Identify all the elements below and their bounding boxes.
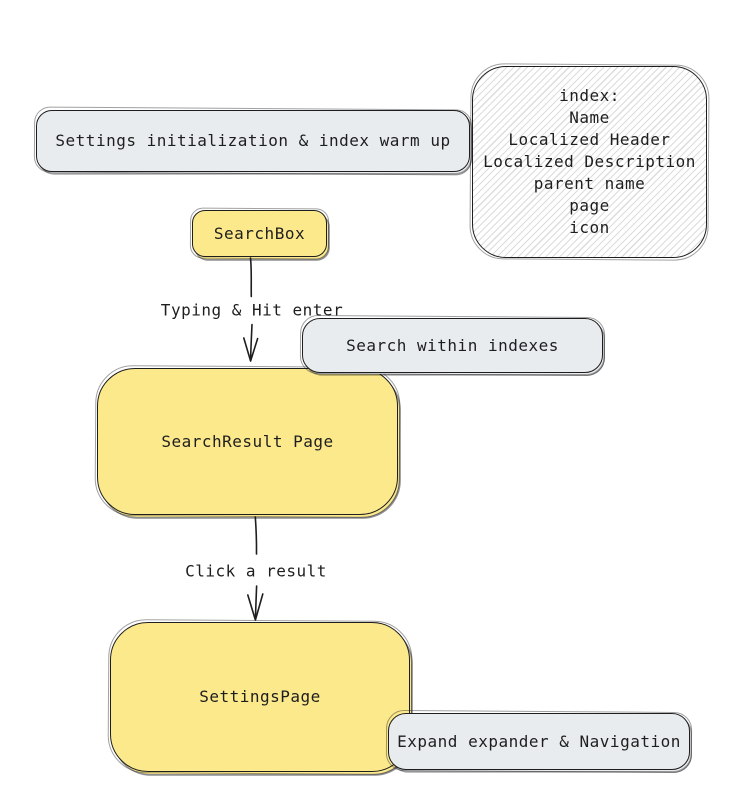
settings-page-node: SettingsPage	[110, 622, 410, 772]
search-result-page-label: SearchResult Page	[161, 431, 334, 451]
index-note-line: page	[569, 196, 610, 215]
index-note-line: Localized Description	[483, 152, 696, 171]
searchbox-node: SearchBox	[192, 210, 327, 257]
index-fields-list: index: Name Localized Header Localized D…	[483, 85, 696, 239]
searchbox-label: SearchBox	[213, 223, 306, 243]
index-note-line: Localized Header	[508, 130, 671, 149]
arrow-click-line-top	[254, 516, 258, 555]
arrow-typing-line-top	[249, 257, 253, 298]
expand-navigation-note-label: Expand expander & Navigation	[397, 731, 681, 751]
index-note-line: Name	[569, 108, 610, 127]
index-note-line: index:	[559, 86, 620, 105]
arrow-click-label-text: Click a result	[185, 561, 327, 581]
arrow-typing-label: Typing & Hit enter	[161, 301, 343, 320]
index-fields-note: index: Name Localized Header Localized D…	[472, 66, 707, 258]
search-within-note-label: Search within indexes	[346, 335, 559, 355]
search-within-note: Search within indexes	[302, 318, 603, 373]
arrow-typing-label-text: Typing & Hit enter	[160, 300, 344, 320]
search-result-page-node: SearchResult Page	[97, 368, 398, 515]
arrow-typing-arrowhead-icon	[243, 337, 259, 362]
index-note-line: parent name	[533, 174, 646, 193]
expand-navigation-note: Expand expander & Navigation	[388, 713, 690, 770]
index-note-line: icon	[569, 218, 610, 237]
init-note: Settings initialization & index warm up	[36, 110, 470, 172]
arrow-typing-line-bottom	[249, 323, 253, 362]
init-note-label: Settings initialization & index warm up	[55, 131, 451, 150]
arrow-click-label: Click a result	[185, 562, 327, 581]
arrow-click-line-bottom	[254, 585, 258, 620]
settings-page-label: SettingsPage	[199, 687, 321, 706]
arrow-click-arrowhead-icon	[247, 593, 264, 621]
